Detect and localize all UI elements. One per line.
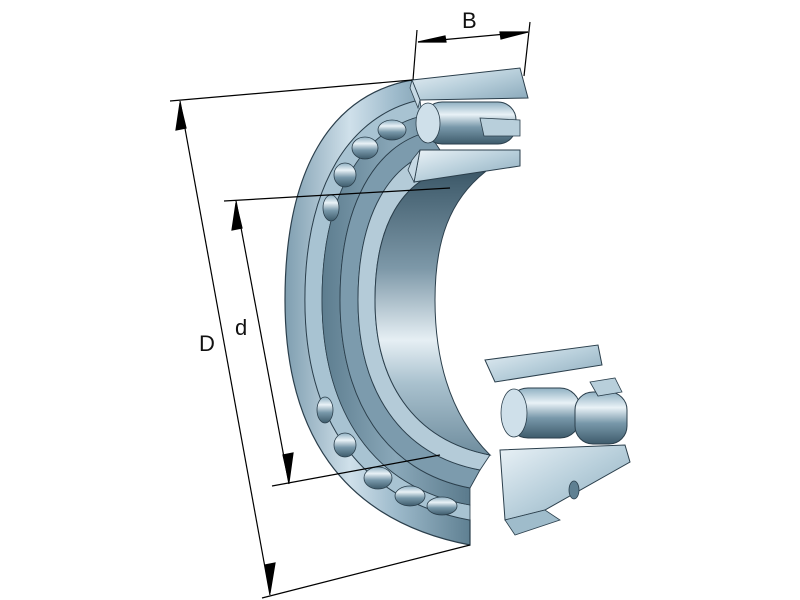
dimension-label-D: D (199, 331, 215, 356)
dimension-B (412, 21, 531, 81)
roller-row (316, 115, 471, 516)
dimension-d (223, 187, 451, 487)
dimension-label-d: d (235, 315, 248, 340)
dimension-D (169, 79, 471, 599)
bore-surface (374, 167, 492, 456)
bottom-section (484, 344, 631, 536)
dimension-label-B: B (462, 8, 477, 33)
top-section (407, 67, 529, 184)
